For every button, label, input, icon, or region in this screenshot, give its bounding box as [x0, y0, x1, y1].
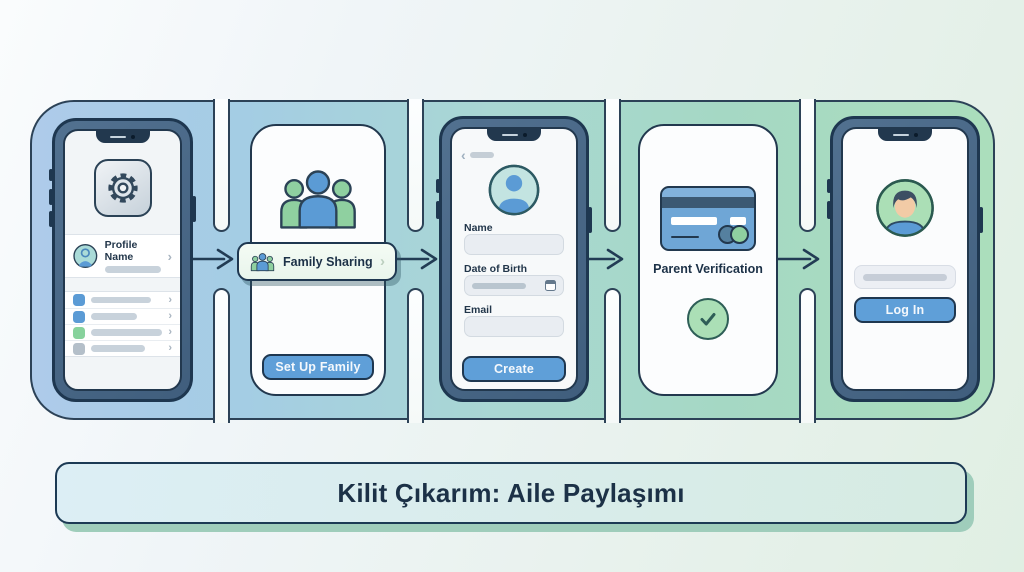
junction-slot — [407, 99, 424, 232]
flow-arrow-icon — [776, 248, 820, 270]
junction-slot — [604, 99, 621, 232]
phone-side-button — [588, 207, 592, 233]
phone-side-button — [192, 196, 196, 222]
phone-side-button — [827, 201, 831, 219]
phone-side-button — [827, 179, 831, 193]
phone-side-button — [979, 207, 983, 233]
phone-notch — [95, 131, 150, 143]
placeholder-bar — [91, 313, 137, 320]
name-field-label: Name — [464, 222, 493, 234]
family-sharing-menu-item[interactable]: Family Sharing › — [237, 242, 397, 281]
camera-icon — [913, 133, 918, 137]
login-screen: Log In — [841, 127, 969, 391]
phone-side-button — [436, 201, 440, 219]
settings-app-icon[interactable] — [93, 159, 152, 217]
list-item-icon — [73, 326, 85, 339]
speaker-icon — [110, 135, 126, 139]
junction-slot — [799, 99, 816, 232]
phone-side-button — [49, 189, 53, 205]
child-profile-form-screen: ‹ Name Date of Birth Email Create — [450, 127, 578, 391]
family-icon — [280, 170, 356, 229]
set-up-family-button[interactable]: Set Up Family — [262, 354, 374, 380]
chevron-right-icon: › — [380, 253, 385, 270]
camera-icon — [522, 133, 527, 137]
junction-slot — [213, 99, 230, 232]
placeholder-bar — [469, 152, 494, 158]
phone-side-button — [436, 179, 440, 193]
banner-title: Kilit Çıkarım: Aile Paylaşımı — [337, 477, 685, 508]
chevron-right-icon: › — [168, 326, 172, 338]
parent-verification-screen: Parent Verification — [638, 124, 778, 396]
chevron-right-icon: › — [168, 293, 172, 306]
placeholder-bar — [91, 345, 145, 352]
placeholder-bar — [91, 329, 163, 336]
phone-mockup-login: Log In — [827, 116, 983, 402]
back-button[interactable]: ‹ — [461, 147, 494, 163]
junction-slot — [799, 288, 816, 423]
flow-arrow-icon — [394, 248, 438, 270]
placeholder-bar — [104, 266, 161, 273]
speaker-icon — [892, 133, 909, 137]
list-item-icon — [73, 294, 85, 306]
email-input[interactable] — [464, 316, 564, 337]
settings-screen: Profile Name › › › › › — [63, 129, 182, 391]
junction-slot — [407, 288, 424, 423]
profile-avatar-icon — [73, 244, 98, 268]
chevron-left-icon: ‹ — [461, 147, 466, 163]
list-item-icon — [73, 310, 85, 323]
log-in-button[interactable]: Log In — [854, 297, 956, 323]
card-logo-circle — [730, 225, 749, 244]
phone-side-button — [49, 211, 53, 227]
camera-icon — [131, 135, 135, 139]
settings-list-item[interactable]: › — [65, 340, 180, 356]
credit-card-icon — [660, 186, 756, 251]
placeholder-bar — [91, 296, 151, 304]
family-sharing-label: Family Sharing — [283, 254, 373, 269]
junction-slot — [604, 288, 621, 423]
calendar-icon — [545, 280, 556, 291]
junction-slot — [213, 288, 230, 423]
card-number-bar — [671, 217, 717, 225]
card-number-bar — [730, 217, 746, 225]
flow-arrow-icon — [190, 248, 234, 270]
phone-mockup-form: ‹ Name Date of Birth Email Create — [436, 116, 592, 402]
username-input[interactable] — [854, 265, 956, 289]
settings-list: › › › › — [65, 291, 180, 357]
key-takeaway-banner: Kilit Çıkarım: Aile Paylaşımı — [55, 462, 967, 524]
phone-notch — [487, 129, 541, 141]
speaker-icon — [501, 133, 518, 137]
dob-field-label: Date of Birth — [464, 263, 527, 275]
chevron-right-icon: › — [167, 248, 172, 264]
profile-row[interactable]: Profile Name › — [65, 234, 180, 278]
settings-list-item[interactable]: › — [65, 308, 180, 324]
family-icon — [250, 252, 275, 271]
phone-notch — [878, 129, 932, 141]
placeholder-bar — [472, 282, 526, 289]
phone-mockup-settings: Profile Name › › › › › — [49, 118, 196, 402]
list-item-icon — [73, 342, 85, 355]
child-avatar-icon — [488, 164, 540, 216]
card-name-line — [671, 235, 699, 238]
chevron-right-icon: › — [168, 310, 172, 322]
card-magnetic-stripe — [662, 197, 754, 208]
phone-side-button — [49, 169, 53, 181]
user-avatar-icon — [876, 179, 934, 237]
email-field-label: Email — [464, 304, 493, 316]
settings-list-item[interactable]: › — [65, 292, 180, 308]
profile-name-label: Profile Name — [104, 239, 138, 264]
name-input[interactable] — [464, 234, 564, 255]
dob-input[interactable] — [464, 275, 564, 296]
settings-list-item[interactable]: › — [65, 324, 180, 340]
placeholder-bar — [863, 273, 947, 281]
create-button[interactable]: Create — [462, 356, 566, 382]
chevron-right-icon: › — [168, 342, 172, 354]
parent-verification-label: Parent Verification — [653, 262, 763, 276]
gear-icon — [107, 173, 138, 203]
verified-check-icon — [687, 298, 729, 340]
